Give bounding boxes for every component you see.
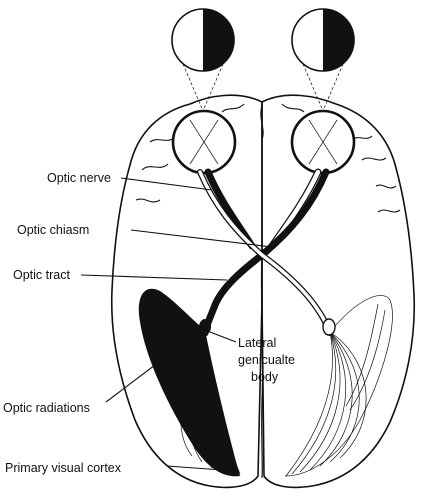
left-lateral-geniculate-body bbox=[199, 319, 211, 335]
right-lateral-geniculate-body bbox=[322, 318, 336, 336]
brain-midline bbox=[260, 249, 264, 479]
brain-right-hemisphere bbox=[261, 94, 416, 489]
leader-lines bbox=[80, 177, 273, 471]
left-radiation-fan bbox=[138, 288, 241, 477]
brain-left-hemisphere bbox=[110, 94, 263, 489]
right-radiation-fan bbox=[284, 295, 393, 477]
label-primary-visual-cortex: Primary visual cortex bbox=[5, 461, 122, 475]
visual-field-right bbox=[291, 8, 355, 72]
label-lgb-line1: Lateral bbox=[238, 336, 276, 350]
label-optic-radiations: Optic radiations bbox=[3, 401, 90, 415]
crossing-fibers-dark bbox=[201, 168, 330, 337]
eye-ray-crossings bbox=[189, 119, 338, 165]
visual-field-left bbox=[171, 8, 235, 72]
label-optic-nerve: Optic nerve bbox=[47, 171, 111, 185]
brain-sulci bbox=[135, 103, 401, 213]
label-optic-tract: Optic tract bbox=[13, 268, 70, 282]
label-optic-chiasm: Optic chiasm bbox=[17, 223, 89, 237]
label-lgb-line3: body bbox=[251, 370, 279, 384]
label-lgb-line2: genicualte bbox=[238, 353, 295, 367]
